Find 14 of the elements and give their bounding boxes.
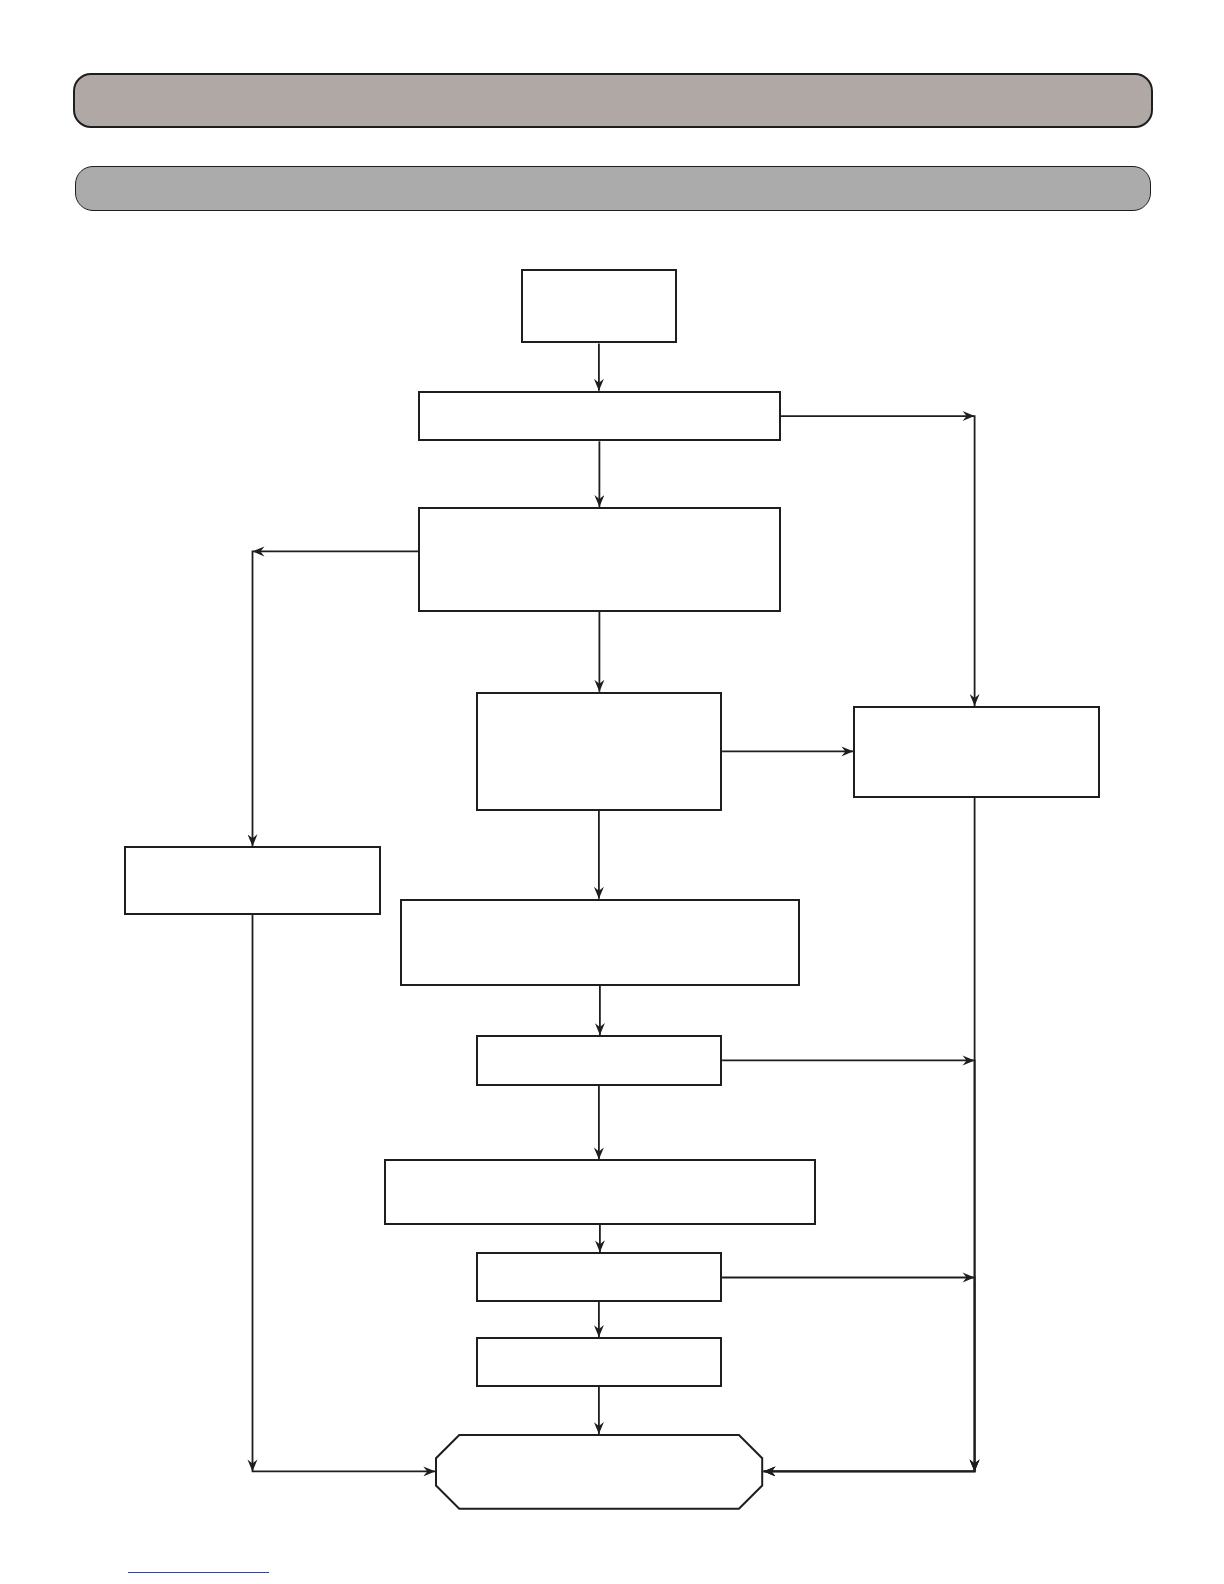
process-box [399,898,800,986]
process-box [475,691,723,811]
process-box [124,846,381,915]
process-box [475,1252,723,1302]
process-box [475,1035,723,1086]
process-box [418,390,781,442]
process-box [383,1159,816,1225]
header-band [74,165,1152,212]
process-box [521,268,677,344]
terminal-octagon [435,1434,764,1510]
process-box [418,506,781,612]
process-box [475,1337,723,1387]
header-band [72,72,1154,129]
process-box [853,705,1100,798]
